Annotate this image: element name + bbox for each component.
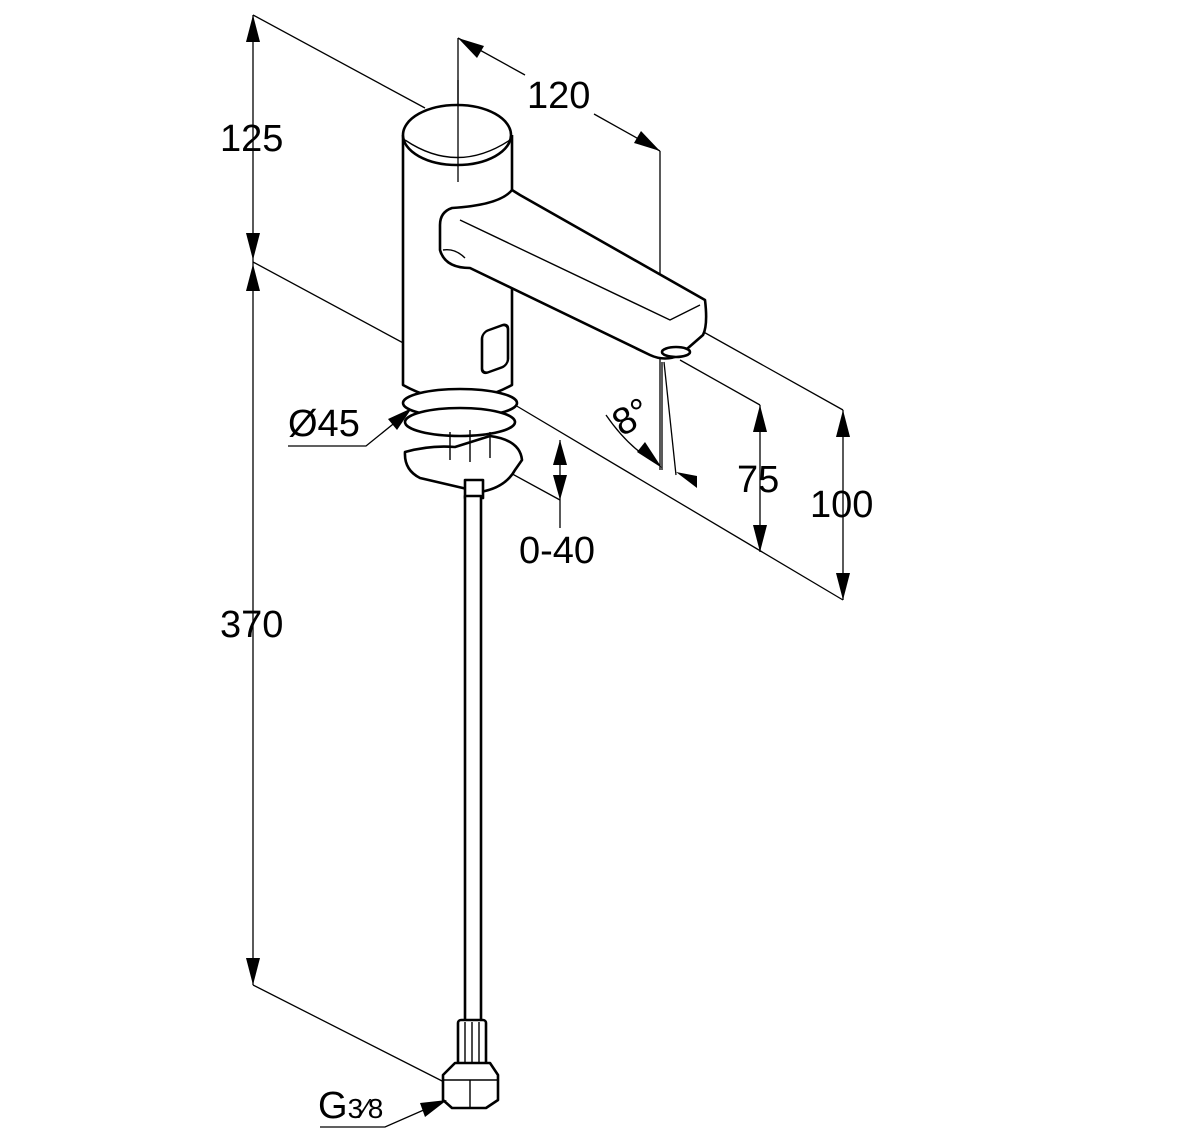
label-thread: G3⁄8 [318, 1085, 383, 1127]
label-125: 125 [220, 118, 283, 160]
label-0-40: 0-40 [519, 530, 595, 572]
thread-fraction: 3⁄8 [348, 1093, 384, 1124]
mounting-base [401, 387, 524, 500]
supply-hose [441, 494, 500, 1110]
thread-leader [320, 1100, 447, 1128]
diameter-leader [288, 408, 412, 447]
label-370: 370 [220, 604, 283, 646]
vertical-dimension-lines [504, 329, 850, 601]
label-120: 120 [527, 75, 590, 117]
height-dimension-lines [246, 14, 451, 1086]
spout [438, 188, 708, 360]
label-8-degrees: 8° [605, 390, 657, 445]
label-diameter-45: Ø45 [288, 403, 360, 445]
angle-dimension [605, 361, 697, 488]
thread-letter: G [318, 1085, 348, 1127]
label-100: 100 [810, 484, 873, 526]
label-75: 75 [737, 459, 779, 501]
